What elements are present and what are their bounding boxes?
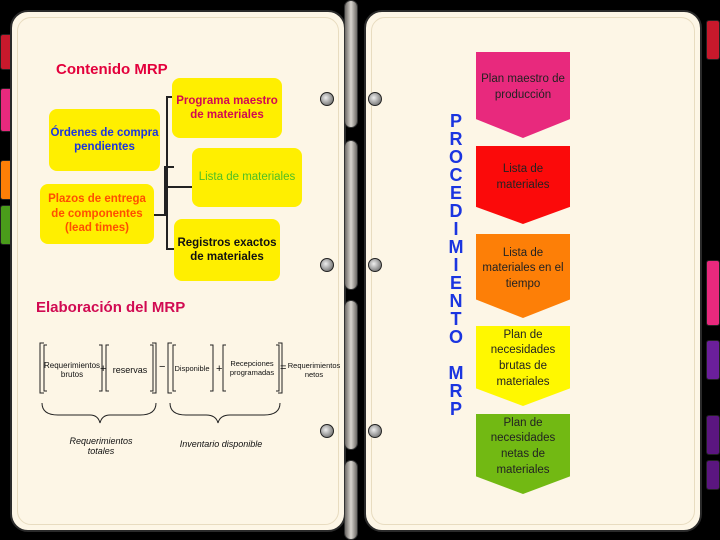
ring-rod-4	[344, 460, 358, 540]
bracket-inner-left-close	[99, 344, 103, 392]
bracket-inner-right-close	[210, 344, 214, 392]
connector-right-stem	[166, 96, 168, 250]
connector-right-registros	[166, 248, 174, 250]
box-registros: Registros exactos de materiales	[174, 219, 280, 281]
ring-right-2	[368, 258, 382, 272]
brace-inventario	[169, 402, 281, 424]
plus-2: +	[216, 363, 223, 375]
ring-right-3	[368, 424, 382, 438]
tab-red-right	[706, 20, 720, 60]
bracket-inner-left-open	[43, 344, 47, 392]
connector-trunk	[164, 186, 192, 188]
ring-rod-1	[344, 0, 358, 128]
letter-n: N	[449, 291, 463, 311]
bracket-outer-right-open	[167, 342, 172, 394]
step-lista-tiempo: Lista de materiales en el tiempo	[476, 234, 570, 318]
bracket-inner-right-open	[172, 344, 176, 392]
step-lista-tiempo-label: Lista de materiales en el tiempo	[482, 246, 564, 290]
letter-o: O	[448, 147, 463, 167]
bracket-outer-right-close	[278, 342, 283, 394]
label-totales: Requerimientos totales	[69, 436, 133, 456]
step-necesidades-netas: Plan de necesidades netas de materiales	[476, 414, 570, 494]
bracket-shapes	[39, 342, 283, 424]
plus-1: +	[100, 363, 107, 375]
connector-left-stem	[164, 166, 166, 216]
letter-r2: R	[449, 381, 463, 401]
box-lista: Lista de materiales	[192, 148, 302, 207]
box-ordenes: Órdenes de compra pendientes	[49, 109, 160, 171]
step-plan-maestro: Plan maestro de producción	[476, 52, 570, 138]
connector-left-plazos	[154, 214, 166, 216]
tab-purple2-right	[706, 415, 720, 455]
letter-e2: E	[449, 273, 462, 293]
letter-r: R	[449, 129, 463, 149]
ring-rod-2	[344, 140, 358, 290]
ring-left-2	[320, 258, 334, 272]
elaboracion-title: Elaboración del MRP	[36, 299, 186, 316]
step-lista-materiales: Lista de materiales	[476, 146, 570, 224]
formula-brackets	[39, 342, 283, 424]
disponible: Disponible	[174, 364, 210, 373]
label-inventario: Inventario disponible	[179, 439, 263, 449]
contenido-title: Contenido MRP	[56, 61, 168, 78]
letter-o2: O	[448, 327, 463, 347]
brace-totales	[41, 402, 157, 424]
ring-left-1	[320, 92, 334, 106]
ring-right-1	[368, 92, 382, 106]
bracket-inner-right2-close	[276, 344, 280, 392]
letter-d: D	[449, 201, 463, 221]
equals: =	[280, 362, 287, 374]
step-plan-maestro-label: Plan maestro de producción	[481, 73, 565, 101]
box-plazos: Plazos de entrega de componentes (lead t…	[40, 184, 154, 244]
letter-p: P	[449, 111, 462, 131]
req-brutos-label: Requerimientos brutos	[44, 361, 101, 380]
tab-magenta-right	[706, 260, 720, 326]
ring-left-3	[320, 424, 334, 438]
step-lista-materiales-label: Lista de materiales	[496, 163, 550, 191]
bracket-inner-left2-open	[105, 344, 109, 392]
step-necesidades-brutas-label: Plan de necesidades brutas de materiales	[490, 328, 556, 388]
bracket-outer-left-open	[39, 342, 44, 394]
bracket-outer-left-close	[152, 342, 157, 394]
tab-purple-right	[706, 340, 720, 380]
vertical-procedimiento-mrp: P R O C E D I M I E N T O M R P	[445, 112, 467, 418]
binder-spine	[320, 0, 382, 540]
recepciones: Recepciones programadas	[229, 359, 275, 377]
req-brutos: Requerimientos brutos	[44, 361, 100, 379]
ring-rod-3	[344, 300, 358, 450]
letter-i: I	[453, 219, 459, 239]
step-necesidades-netas-label: Plan de necesidades netas de materiales	[490, 416, 556, 476]
letter-i2: I	[453, 255, 459, 275]
req-netos: Requerimientos netos	[287, 361, 341, 379]
bracket-inner-right2-open	[222, 344, 226, 392]
letter-m2: M	[448, 363, 464, 383]
letter-e: E	[449, 183, 462, 203]
letter-t: T	[450, 309, 462, 329]
bracket-inner-left2-close	[150, 344, 154, 392]
letter-p2: P	[449, 399, 462, 419]
tab-purple3-right	[706, 460, 720, 490]
box-programa: Programa maestro de materiales	[172, 78, 282, 138]
reservas: reservas	[112, 365, 148, 375]
minus: −	[159, 361, 166, 373]
step-necesidades-brutas: Plan de necesidades brutas de materiales	[476, 326, 570, 406]
letter-c: C	[449, 165, 463, 185]
letter-m: M	[448, 237, 464, 257]
connector-left-ordenes	[164, 166, 174, 168]
connector-right-programa	[166, 96, 172, 98]
